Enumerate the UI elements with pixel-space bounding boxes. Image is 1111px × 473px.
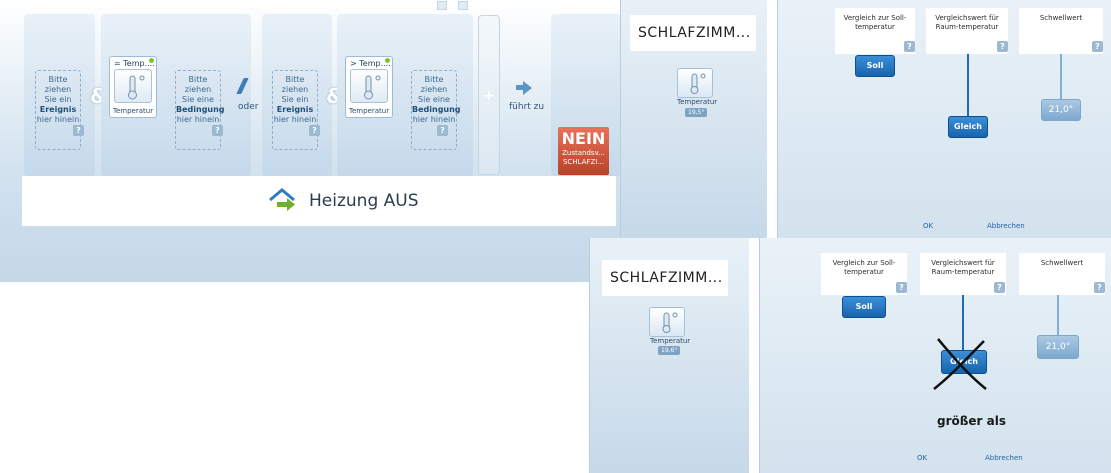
drop-hint-line: hier hinein [36,115,80,124]
condition-slot-1[interactable]: = Temp.... Temperatur Bitte ziehen Sie e… [101,14,251,176]
nein-detail: Zustandsv... [562,149,605,157]
room-panel-top: SCHLAFZIMM... Temperatur 19,5° [620,0,767,238]
help-icon[interactable]: ? [904,41,915,52]
drop-zone-event-2[interactable]: Bitte ziehen Sie ein Ereignis hier hinei… [272,70,318,150]
help-icon[interactable]: ? [437,125,448,136]
ok-link[interactable]: OK [917,454,928,462]
arrow-right-icon [523,81,532,95]
cancel-link[interactable]: Abbrechen [985,454,1023,462]
thermometer-icon[interactable] [649,307,685,337]
room-panel-bottom: SCHLAFZIMM... Temperatur 19,6° [589,238,749,473]
help-icon[interactable]: ? [896,282,907,293]
drop-hint-line: Sie eine [418,95,450,104]
compare-panel-bottom: Vergleich zur Soll-temperatur ? Vergleic… [759,238,1111,473]
help-icon[interactable]: ? [1092,41,1103,52]
arrow-right-icon [516,85,524,90]
drop-hint-line: Bitte ziehen [420,75,448,94]
compare-panel-top: Vergleich zur Soll-temperatur ? Vergleic… [777,0,1111,238]
action-bar: Heizung AUS [22,176,616,226]
status-dot [385,58,390,63]
compare-col-raum: Vergleichswert für Raum-temperatur [920,253,1006,295]
sensor-value-badge: 19,6° [658,346,681,355]
drop-hint-keyword: Bedingung [176,105,225,114]
room-title: SCHLAFZIMM... [602,260,728,296]
thermometer-icon[interactable] [677,68,713,98]
event-slot-2[interactable]: Bitte ziehen Sie ein Ereignis hier hinei… [262,14,332,176]
connector-line [1057,295,1059,335]
sensor-label: Temperatur [650,337,691,345]
strike-through-mark [933,338,987,390]
help-icon[interactable]: ? [994,282,1005,293]
home-arrow-icon [269,188,295,211]
condition-slot-2[interactable]: > Temp.... Temperatur Bitte ziehen Sie e… [337,14,473,176]
column-header: Schwellwert [1040,259,1084,267]
drop-hint-line: Sie ein [44,95,72,104]
threshold-value[interactable]: 21,0° [1037,335,1079,359]
or-label: oder [238,102,259,112]
connector-line [967,54,969,116]
nein-label: NEIN [561,129,606,148]
gleich-button[interactable]: Gleich [948,116,988,138]
threshold-value[interactable]: 21,0° [1041,99,1081,121]
column-header: Vergleich zur Soll-temperatur [832,259,896,276]
ok-link[interactable]: OK [923,222,934,230]
add-condition-button[interactable]: + [478,15,500,175]
drop-hint-keyword: Bedingung [412,105,461,114]
plus-icon: + [483,88,495,104]
drop-hint-line: Bitte ziehen [184,75,212,94]
help-icon[interactable]: ? [212,125,223,136]
sensor-label: Temperatur [677,98,718,106]
compare-col-schwellwert: Schwellwert [1019,253,1105,295]
action-title: Heizung AUS [309,191,419,211]
drop-hint-line: hier hinein [273,115,317,124]
thermometer-icon [350,69,388,103]
drop-zone-condition-1[interactable]: Bitte ziehen Sie eine Bedingung hier hin… [175,70,225,150]
compare-col-schwellwert: Schwellwert [1019,8,1103,54]
column-header: Vergleich zur Soll-temperatur [843,14,907,31]
expand-icon[interactable] [437,1,447,10]
sensor-label: Temperatur [348,107,390,115]
drop-hint-line: Bitte ziehen [281,75,309,94]
room-title: SCHLAFZIMM... [630,15,756,51]
compare-col-soll: Vergleich zur Soll-temperatur [821,253,907,295]
drop-hint-keyword: Ereignis [276,105,314,114]
drop-hint-line: Sie eine [182,95,214,104]
sensor-value-badge: 19,5° [685,108,708,117]
compare-col-raum: Vergleichswert für Raum-temperatur [926,8,1008,54]
drop-hint-line: hier hinein [176,115,220,124]
drop-zone-event-1[interactable]: Bitte ziehen Sie ein Ereignis hier hinei… [35,70,81,150]
connector-line [962,295,964,350]
drop-hint-keyword: Ereignis [39,105,77,114]
column-header: Vergleichswert für Raum-temperatur [935,14,999,31]
soll-button[interactable]: Soll [855,55,895,77]
column-header: Schwellwert [1039,14,1083,22]
drop-hint-line: Sie ein [281,95,309,104]
nein-state-badge[interactable]: NEIN Zustandsv... SCHLAFZI... [558,127,609,175]
sensor-card-2[interactable]: > Temp.... Temperatur [345,56,393,118]
event-slot-1[interactable]: Bitte ziehen Sie ein Ereignis hier hinei… [24,14,95,176]
cancel-link[interactable]: Abbrechen [987,222,1025,230]
thermometer-icon [114,69,152,103]
nein-room: SCHLAFZI... [562,158,604,166]
sensor-condition-label: = Temp.... [114,59,155,68]
help-icon[interactable]: ? [309,125,320,136]
annotation-greater-than: größer als [937,414,1006,428]
help-icon[interactable]: ? [997,41,1008,52]
column-header: Vergleichswert für Raum-temperatur [931,259,995,276]
drop-hint-line: hier hinein [412,115,456,124]
drop-zone-condition-2[interactable]: Bitte ziehen Sie eine Bedingung hier hin… [411,70,461,150]
sensor-condition-label: > Temp.... [350,59,391,68]
status-dot [149,58,154,63]
leads-to-label: führt zu [509,102,545,112]
collapse-icon[interactable] [458,1,468,10]
sensor-card-1[interactable]: = Temp.... Temperatur [109,56,157,118]
compare-col-soll: Vergleich zur Soll-temperatur [835,8,915,54]
drop-hint-line: Bitte ziehen [44,75,72,94]
help-icon[interactable]: ? [1094,282,1105,293]
connector-line [1060,54,1062,99]
help-icon[interactable]: ? [73,125,84,136]
soll-button[interactable]: Soll [842,296,886,318]
sensor-label: Temperatur [112,107,154,115]
rule-editor: Bitte ziehen Sie ein Ereignis hier hinei… [0,0,620,282]
